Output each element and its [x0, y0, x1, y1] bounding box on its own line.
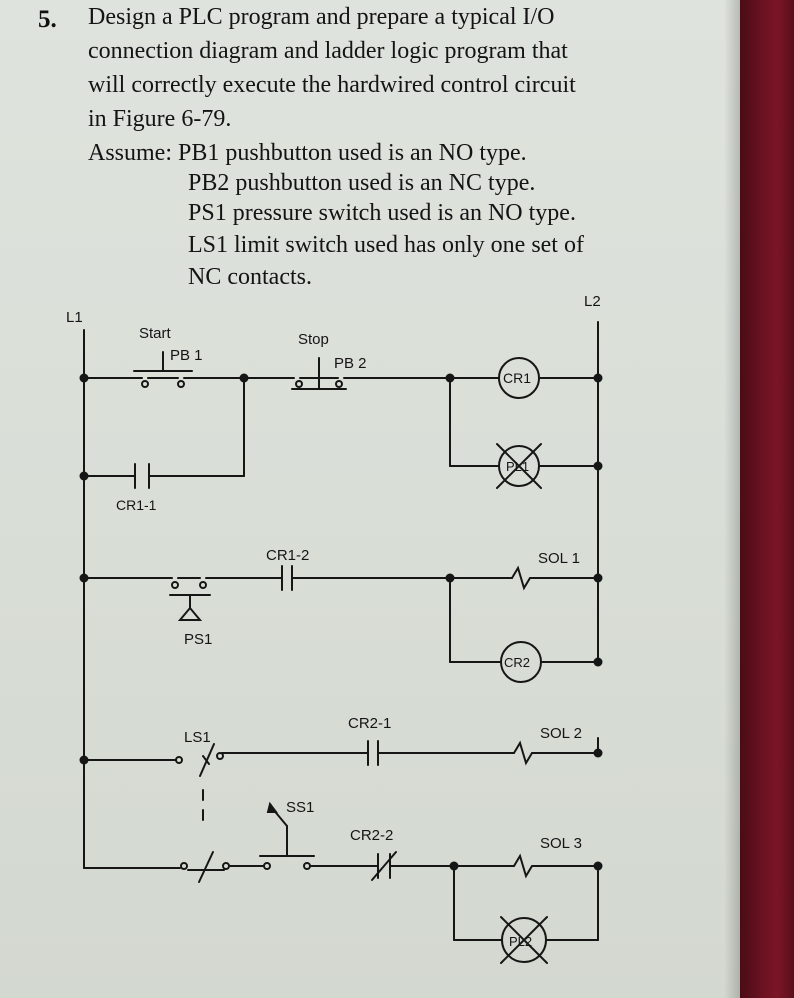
- pl1-pilot-light-symbol: [496, 443, 542, 489]
- question-line-8: LS1 limit switch used has only one set o…: [188, 232, 584, 258]
- question-line-7: PS1 pressure switch used is an NO type.: [188, 200, 576, 226]
- ss1-switch-symbol: [259, 801, 315, 870]
- cr2-label: CR2: [504, 655, 530, 670]
- question-line-9: NC contacts.: [188, 264, 312, 290]
- page-shadow: [724, 0, 740, 998]
- start-label: Start: [139, 325, 172, 342]
- cr1-1-label: CR1-1: [116, 497, 157, 513]
- sol1-label: SOL 1: [538, 550, 580, 567]
- stop-label: Stop: [298, 331, 329, 348]
- junction-dots: [79, 373, 603, 871]
- ps1-pressure-switch-symbol: [169, 581, 211, 621]
- question-line-6: PB2 pushbutton used is an NC type.: [188, 170, 536, 196]
- cr2-1-contact-symbol: [367, 740, 379, 766]
- cr2-2-contact-symbol: [371, 851, 397, 881]
- question-line-1: Design a PLC program and prepare a typic…: [88, 4, 555, 30]
- sol3-label: SOL 3: [540, 835, 582, 852]
- question-line-3: will correctly execute the hardwired con…: [88, 72, 576, 98]
- sol1-solenoid-symbol: [511, 565, 537, 591]
- pl2-label: PL2: [509, 934, 532, 949]
- pl1-label: PL1: [506, 459, 529, 474]
- ps1-label: PS1: [184, 631, 212, 648]
- book-spine: [740, 0, 794, 998]
- ls1-limit-switch-symbol: [175, 743, 224, 777]
- cr1-label: CR1: [503, 370, 531, 386]
- pb1-pushbutton-symbol: [133, 351, 193, 388]
- question-line-4: in Figure 6-79.: [88, 106, 232, 132]
- sol2-solenoid-symbol: [513, 740, 535, 766]
- l2-label: L2: [584, 293, 601, 310]
- cr2-1-label: CR2-1: [348, 715, 391, 732]
- sol2-label: SOL 2: [540, 725, 582, 742]
- question-line-2: connection diagram and ladder logic prog…: [88, 38, 568, 64]
- pb2-label: PB 2: [334, 355, 367, 372]
- ls1-lower-contact-symbol: [180, 851, 230, 883]
- cr1-coil-symbol: [498, 357, 540, 399]
- question-line-5: Assume: PB1 pushbutton used is an NO typ…: [88, 140, 527, 166]
- ss1-label: SS1: [286, 799, 314, 816]
- cr2-2-label: CR2-2: [350, 827, 393, 844]
- pb1-label: PB 1: [170, 347, 203, 364]
- pb2-pushbutton-symbol: [291, 357, 347, 390]
- cr1-2-contact-symbol: [281, 565, 293, 591]
- question-number: 5.: [38, 6, 57, 33]
- cr1-2-label: CR1-2: [266, 547, 309, 564]
- cr2-coil-symbol: [500, 641, 542, 683]
- cr1-1-contact-symbol: [134, 463, 150, 489]
- pl2-pilot-light-symbol: [500, 916, 548, 964]
- ls1-label: LS1: [184, 729, 211, 746]
- textbook-page: [0, 0, 740, 998]
- sol3-solenoid-symbol: [513, 853, 535, 879]
- l1-label: L1: [66, 309, 83, 326]
